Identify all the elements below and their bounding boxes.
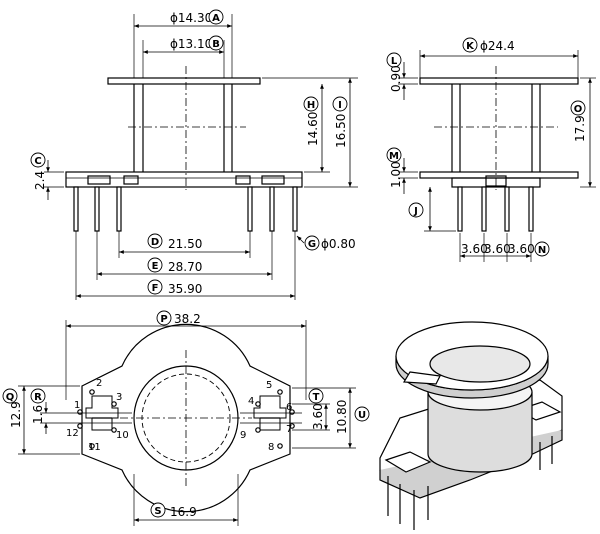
callout-n-label: N <box>538 245 546 256</box>
callout-n-circle <box>534 241 550 257</box>
dim-value-f: 35.90 <box>168 282 202 296</box>
callout-s-circle <box>150 502 166 518</box>
pin-number: 6 <box>286 402 292 413</box>
dim-value-e: 28.70 <box>168 260 202 274</box>
dim-value-u: 10.80 <box>335 400 349 434</box>
callout-d-label: D <box>151 237 159 248</box>
dim-value-h: 14.60 <box>306 112 320 146</box>
callout-j-circle <box>408 202 424 218</box>
dim-value-t: 3.60 <box>311 403 325 430</box>
callout-m-label: M <box>389 151 399 162</box>
callout-i-circle <box>332 96 348 112</box>
front-view <box>65 66 303 232</box>
callout-a-label: A <box>212 13 220 24</box>
callout-b-label: B <box>212 39 220 50</box>
pin-number: 2 <box>96 378 102 389</box>
isometric-view <box>379 321 563 530</box>
callout-h-circle <box>303 96 319 112</box>
dim-value-s: 16.9 <box>170 505 197 519</box>
dim-leader-g <box>296 235 305 244</box>
dim-value-p: 38.2 <box>174 312 201 326</box>
pin-number: 7 <box>286 424 292 435</box>
pin-number: 11 <box>88 442 101 453</box>
callout-s-label: S <box>154 506 161 517</box>
callout-c-label: C <box>34 156 41 167</box>
callout-h-label: H <box>307 100 315 111</box>
callout-m-circle <box>386 147 402 163</box>
callout-a-circle <box>208 9 224 25</box>
side-view <box>419 66 579 232</box>
dim-value-d: 21.50 <box>168 237 202 251</box>
callout-e-circle <box>147 257 163 273</box>
callout-t-label: T <box>313 392 320 403</box>
dim-value-r: 1.6 <box>31 405 45 424</box>
callout-r-circle <box>30 388 46 404</box>
callout-u-label: U <box>358 410 366 421</box>
dim-value-n-1: 3.60 <box>461 242 488 256</box>
callout-q-circle <box>2 388 18 404</box>
dim-value-n-3: 3.60 <box>508 242 535 256</box>
side-view-extension-lines <box>398 50 596 262</box>
dim-value-k: ϕ24.4 <box>480 39 515 53</box>
callout-t-circle <box>308 388 324 404</box>
callout-o-label: O <box>574 104 583 115</box>
callout-p-circle <box>156 310 172 326</box>
callout-g-circle <box>304 235 320 251</box>
pin-number: 9 <box>240 430 246 441</box>
dim-value-m: 1.00 <box>389 161 403 188</box>
callout-l-circle <box>386 52 402 68</box>
dim-value-o: 17.9 <box>573 115 587 142</box>
pin-number: 5 <box>266 380 272 391</box>
pin-number: 1 <box>74 400 80 411</box>
dim-value-b: ϕ13.10 <box>170 37 212 51</box>
callout-d-circle <box>147 233 163 249</box>
front-view-extension-lines <box>44 14 358 300</box>
pin-number: 10 <box>116 430 129 441</box>
dim-value-q: 12.9 <box>9 401 23 428</box>
callout-f-circle <box>147 279 163 295</box>
callout-b-circle <box>208 35 224 51</box>
bottom-view <box>70 323 302 513</box>
pin-number: 3 <box>116 392 122 403</box>
callout-o-circle <box>570 100 586 116</box>
callout-p-label: P <box>160 314 167 325</box>
callout-l-label: L <box>391 56 398 67</box>
pin-number: 4 <box>248 396 254 407</box>
callout-u-circle <box>354 406 370 422</box>
callout-k-circle <box>462 37 478 53</box>
callout-g-label: G <box>308 239 316 250</box>
pin-number: 8 <box>268 442 274 453</box>
callout-q-label: Q <box>6 392 15 403</box>
callout-e-label: E <box>152 261 159 272</box>
dim-value-c: 2.4 <box>33 171 47 190</box>
callout-j-label: J <box>413 206 418 217</box>
dim-value-i: 16.50 <box>334 114 348 148</box>
dim-value-n-2: 3.60 <box>484 242 511 256</box>
bottom-view-extension-lines <box>18 320 356 526</box>
callout-f-label: F <box>152 283 159 294</box>
dim-value-a: ϕ14.30 <box>170 11 212 25</box>
callout-c-circle <box>30 152 46 168</box>
callout-i-label: I <box>338 100 342 111</box>
pin-number: 12 <box>66 428 79 439</box>
dim-value-l: 0.90 <box>389 65 403 92</box>
callout-k-label: K <box>466 41 475 52</box>
dim-value-g: ϕ0.80 <box>321 237 356 251</box>
callout-r-label: R <box>34 392 42 403</box>
